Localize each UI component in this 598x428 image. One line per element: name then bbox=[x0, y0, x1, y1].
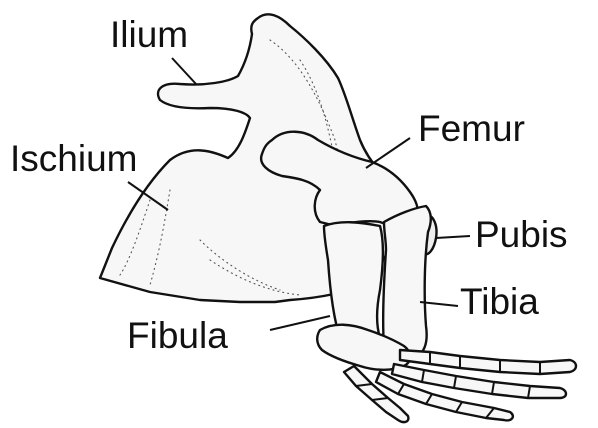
tibia-label: Tibia bbox=[460, 283, 539, 320]
ischium-label: Ischium bbox=[10, 140, 137, 177]
fibula-bone bbox=[324, 222, 383, 341]
femur-label: Femur bbox=[418, 110, 525, 147]
pubis-label: Pubis bbox=[475, 216, 568, 253]
ilium-label: Ilium bbox=[110, 16, 188, 53]
tibia-bone bbox=[383, 206, 431, 357]
fibula-label: Fibula bbox=[127, 317, 228, 354]
femur-leader bbox=[366, 138, 410, 168]
ilium-leader bbox=[172, 58, 196, 84]
pubis-leader bbox=[436, 236, 470, 238]
fibula-leader bbox=[270, 316, 330, 330]
